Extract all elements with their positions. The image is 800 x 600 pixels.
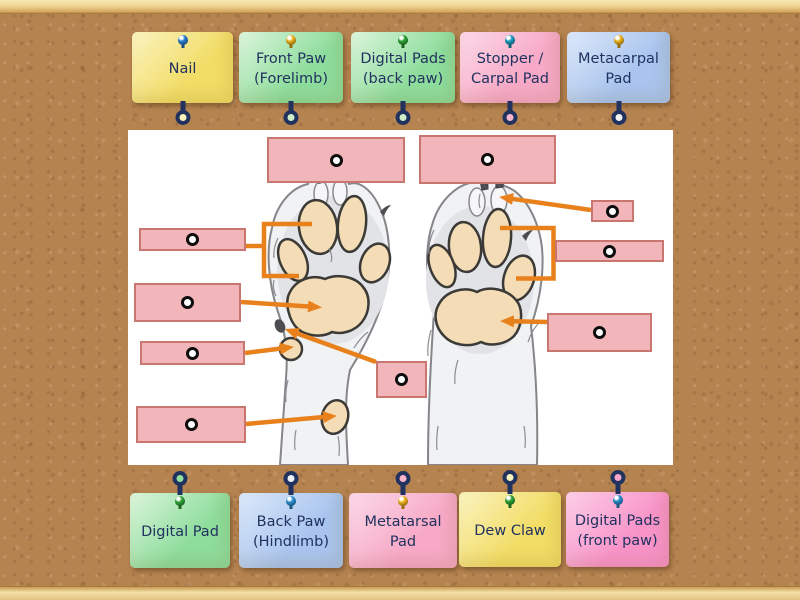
drop-slot-right-paw-title[interactable] bbox=[419, 135, 556, 184]
slot-marker bbox=[186, 346, 199, 360]
label-text: Metacarpal Pad bbox=[578, 50, 659, 87]
connector-stem bbox=[615, 483, 620, 494]
wood-frame-top bbox=[0, 0, 800, 14]
pushpin-icon bbox=[505, 35, 515, 48]
label-card-digital-pads-front-paw[interactable]: Digital Pads (front paw) bbox=[566, 470, 669, 567]
pushpin-icon bbox=[505, 495, 515, 508]
front-paw-drawing bbox=[267, 168, 392, 465]
drop-slot-left-digital-pads[interactable] bbox=[139, 228, 246, 251]
connector-ring bbox=[283, 110, 299, 125]
label-card-front-paw[interactable]: Front Paw (Forelimb) bbox=[239, 32, 343, 125]
drop-slot-left-stopper-pad[interactable] bbox=[136, 406, 246, 443]
connector-stem bbox=[507, 101, 513, 112]
drop-slot-right-large-pad[interactable] bbox=[547, 313, 652, 352]
slot-marker bbox=[395, 373, 408, 386]
pushpin-icon bbox=[398, 496, 408, 509]
connector-stem bbox=[177, 484, 183, 495]
label-text: Dew Claw bbox=[474, 522, 546, 539]
connector-stem bbox=[288, 484, 294, 495]
label-text: Digital Pads (front paw) bbox=[574, 512, 661, 549]
label-text: Metatarsal Pad bbox=[364, 513, 442, 550]
slot-marker bbox=[329, 153, 343, 167]
connector bbox=[502, 470, 518, 494]
drop-slot-right-digital-pads[interactable] bbox=[555, 240, 664, 262]
connector-ring bbox=[395, 110, 411, 125]
connector bbox=[502, 101, 518, 125]
connector bbox=[172, 471, 188, 495]
connector bbox=[610, 470, 625, 494]
connector-ring bbox=[611, 110, 626, 125]
label-card-digital-pad[interactable]: Digital Pad bbox=[130, 471, 230, 568]
pushpin-icon bbox=[286, 35, 296, 48]
back-paw-drawing bbox=[426, 159, 544, 465]
slot-marker bbox=[186, 233, 199, 246]
label-text: Digital Pads (back paw) bbox=[360, 50, 446, 87]
label-text: Back Paw (Hindlimb) bbox=[252, 513, 330, 550]
pushpin-icon bbox=[613, 35, 624, 48]
label-card-dew-claw[interactable]: Dew Claw bbox=[459, 470, 561, 567]
pushpin-icon bbox=[177, 35, 188, 48]
pushpin-icon bbox=[286, 496, 296, 509]
connector bbox=[395, 101, 411, 125]
slot-marker bbox=[184, 418, 198, 431]
connector-stem bbox=[180, 101, 185, 112]
label-card-metatarsal-pad[interactable]: Metatarsal Pad bbox=[349, 471, 457, 568]
drop-slot-left-dew-claw[interactable] bbox=[376, 361, 427, 398]
connector bbox=[395, 471, 411, 495]
slot-marker bbox=[603, 244, 616, 258]
pushpin-icon bbox=[398, 35, 408, 48]
paw-diagram-svg bbox=[240, 159, 592, 465]
drop-slot-left-large-pad[interactable] bbox=[134, 283, 241, 322]
connector-stem bbox=[400, 101, 406, 112]
label-text: Digital Pad bbox=[141, 523, 219, 540]
label-card-stopper-carpal-pad[interactable]: Stopper / Carpal Pad bbox=[460, 32, 560, 125]
connector-stem bbox=[288, 101, 294, 112]
connector bbox=[283, 471, 299, 495]
label-card-digital-pads-back-paw[interactable]: Digital Pads (back paw) bbox=[351, 32, 455, 125]
connector bbox=[283, 101, 299, 125]
wood-frame-bottom bbox=[0, 586, 800, 600]
connector-stem bbox=[616, 101, 621, 112]
drop-slot-left-paw-title[interactable] bbox=[267, 137, 405, 183]
label-text: Nail bbox=[168, 60, 197, 77]
connector-ring bbox=[175, 110, 190, 125]
connector-stem bbox=[400, 484, 406, 495]
label-card-back-paw[interactable]: Back Paw (Hindlimb) bbox=[239, 471, 343, 568]
connector-stem bbox=[507, 483, 513, 494]
label-card-metacarpal-pad[interactable]: Metacarpal Pad bbox=[567, 32, 670, 125]
connector-ring bbox=[502, 110, 518, 125]
drop-slot-right-claws[interactable] bbox=[591, 200, 634, 222]
drop-slot-left-round-pad[interactable] bbox=[140, 341, 245, 365]
slot-marker bbox=[593, 326, 606, 339]
pushpin-icon bbox=[175, 496, 185, 509]
connector bbox=[611, 101, 626, 125]
slot-marker bbox=[606, 204, 619, 218]
label-card-nail[interactable]: Nail bbox=[132, 32, 233, 125]
connector bbox=[175, 101, 190, 125]
slot-marker bbox=[481, 153, 494, 166]
pushpin-icon bbox=[612, 495, 623, 508]
connector-lines bbox=[240, 192, 592, 427]
label-text: Front Paw (Forelimb) bbox=[254, 50, 328, 87]
slot-marker bbox=[181, 296, 194, 309]
label-text: Stopper / Carpal Pad bbox=[471, 50, 549, 87]
